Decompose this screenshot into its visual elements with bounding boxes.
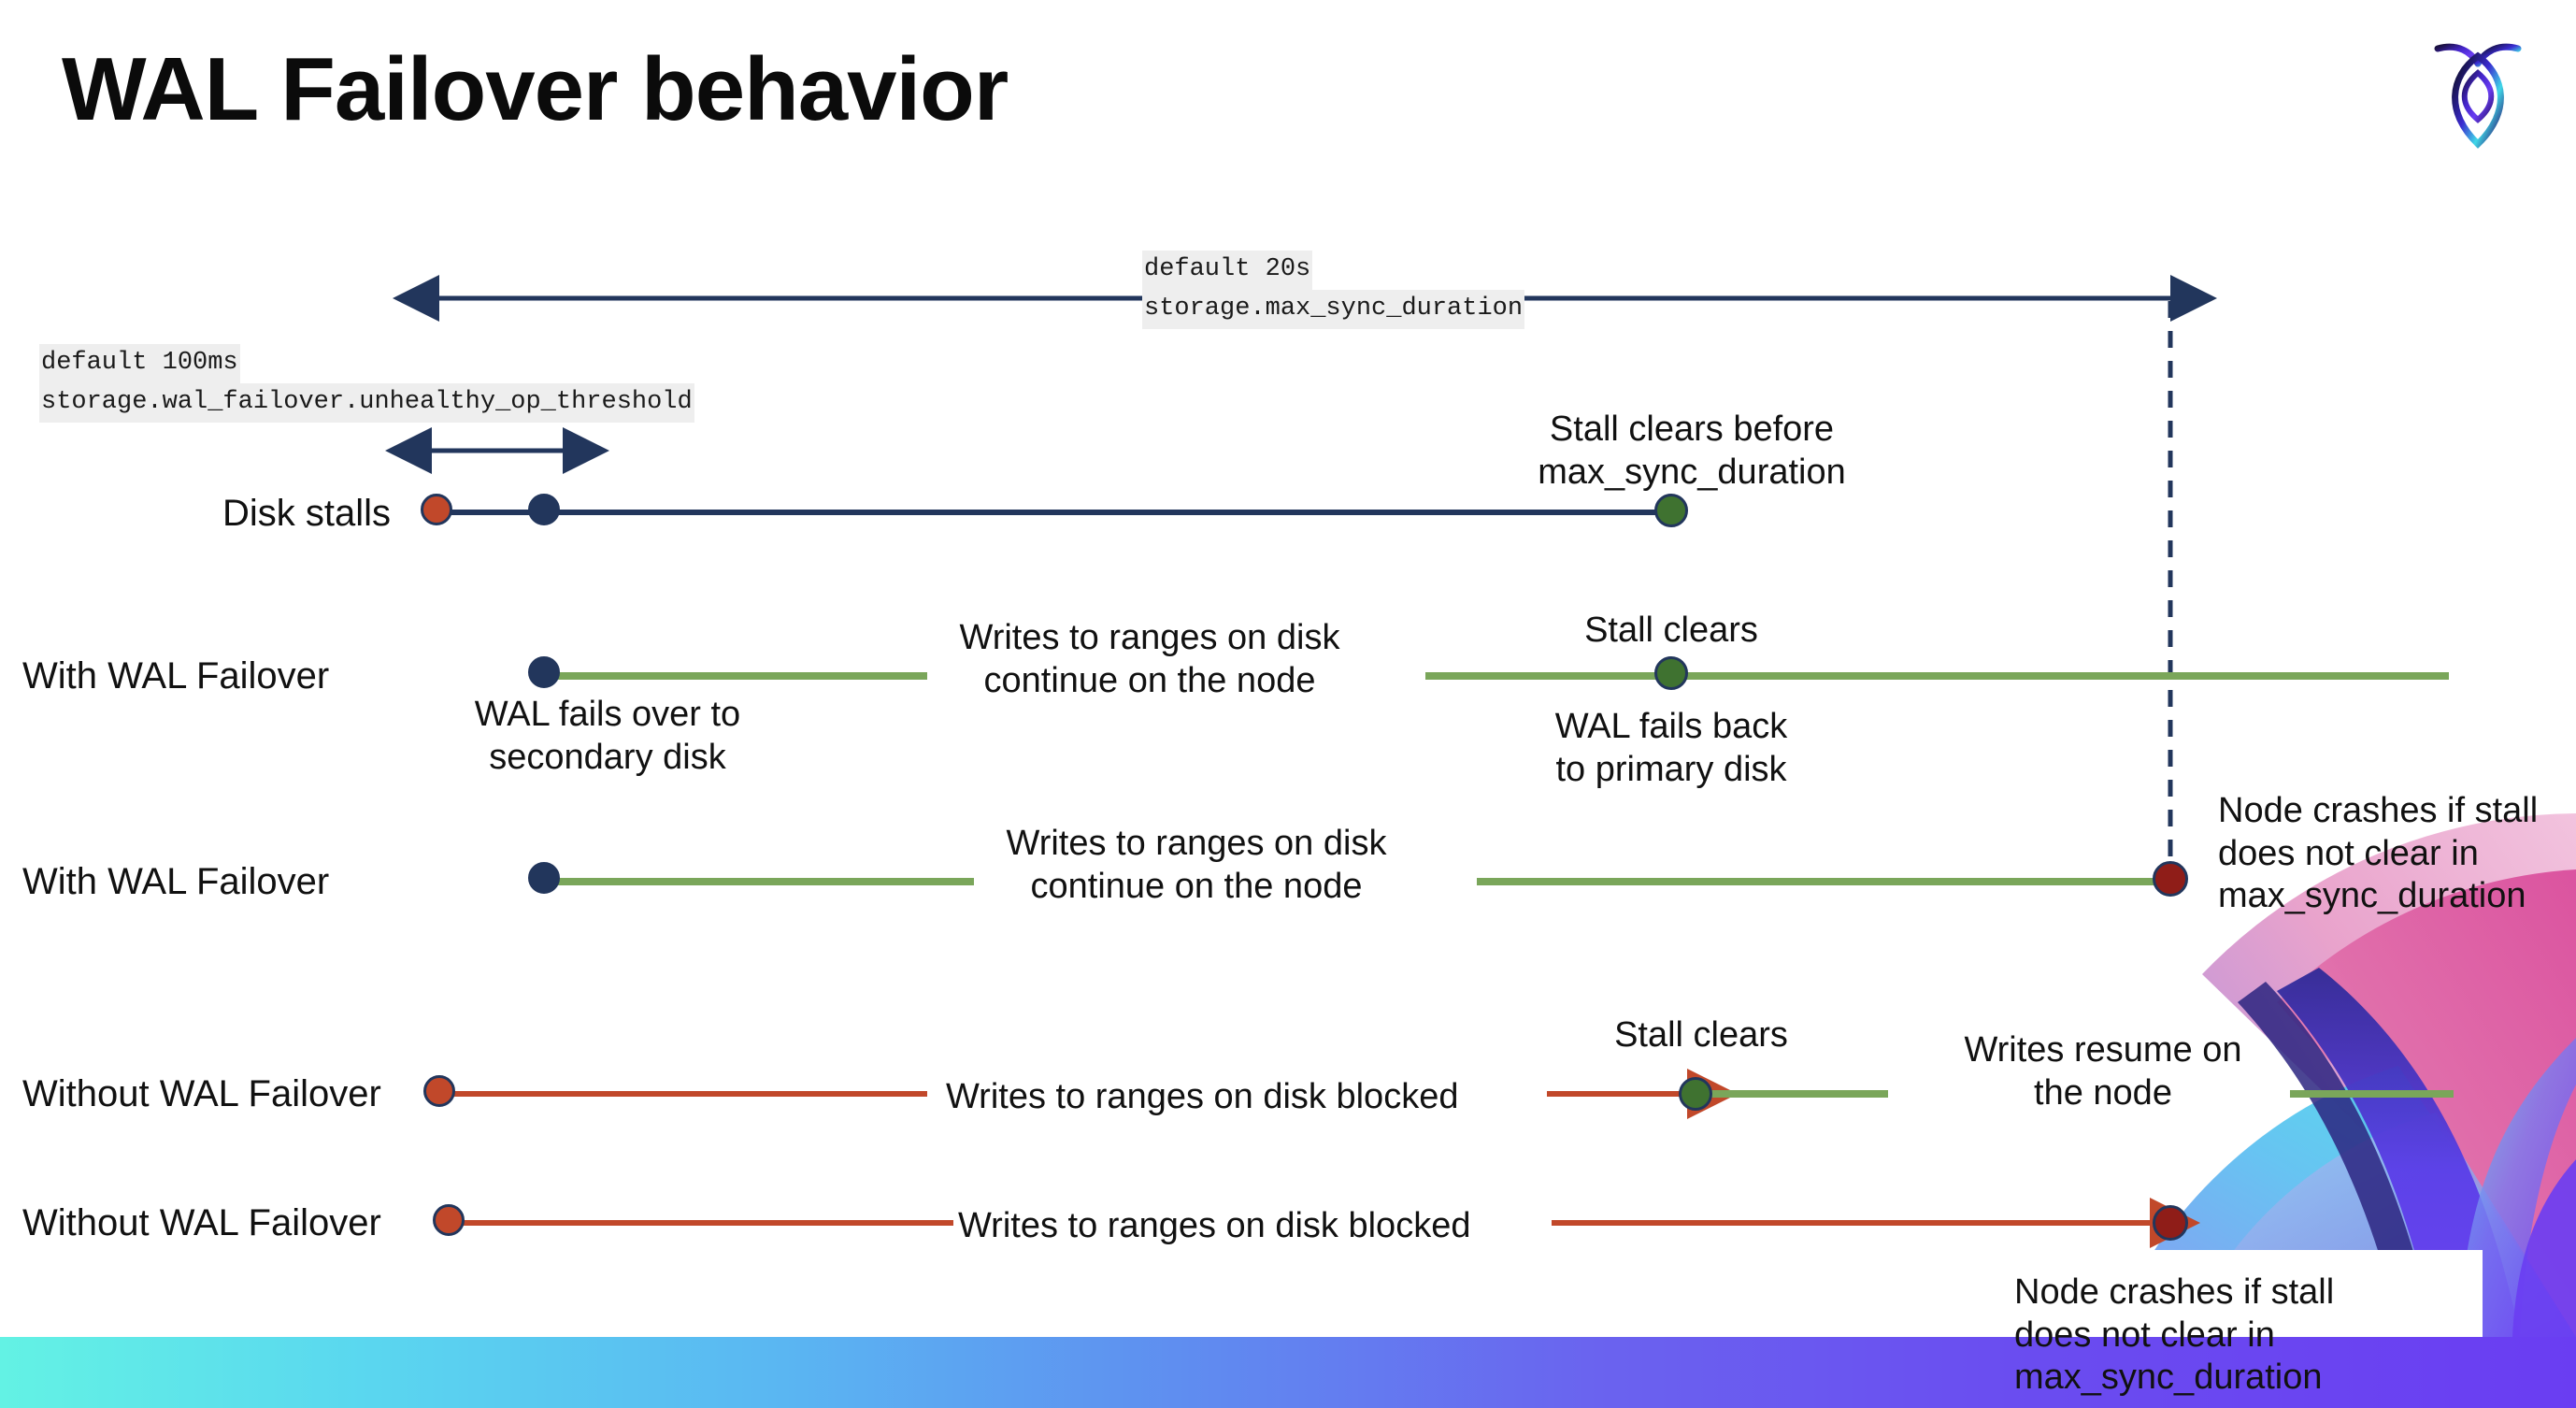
- disk-stalls-clear-dot: [1654, 494, 1688, 527]
- unhealthy-op-threshold-annotation: default 100ms storage.wal_failover.unhea…: [39, 344, 694, 423]
- row4-stall-clears-dot: [1679, 1077, 1712, 1111]
- caption-line-1: WAL fails over to: [474, 695, 741, 734]
- caption-line-2: does not clear in: [2218, 833, 2479, 873]
- row4-resume-segment: [1701, 1090, 1888, 1098]
- caption-line-1: WAL fails back: [1554, 707, 1788, 746]
- row-label-with-wal-failover-1: With WAL Failover: [22, 655, 330, 697]
- caption-writes-continue-row2: Writes to ranges on disk continue on the…: [935, 617, 1365, 702]
- caption-line-3: max_sync_duration: [2218, 876, 2526, 916]
- caption-node-crashes-row3: Node crashes if stall does not clear in …: [2218, 790, 2573, 918]
- row3-segment-right: [1477, 878, 2168, 885]
- cockroachdb-logo-icon: [2417, 19, 2539, 159]
- row3-node-crash-dot: [2153, 861, 2188, 897]
- caption-line-2: continue on the node: [983, 660, 1316, 700]
- unhealthy-op-default-label: default 100ms: [39, 344, 240, 383]
- row2-segment-left: [544, 672, 927, 680]
- caption-writes-resume: Writes resume on the node: [1925, 1029, 2281, 1114]
- caption-writes-blocked-row5: Writes to ranges on disk blocked: [958, 1206, 1471, 1245]
- row5-start-dot: [433, 1204, 465, 1236]
- caption-line-2: does not clear in: [2014, 1315, 2275, 1355]
- disk-stalls-failover-dot: [528, 494, 560, 525]
- caption-wal-fails-over: WAL fails over to secondary disk: [449, 694, 766, 779]
- disk-stalls-timeline-segment: [439, 510, 1673, 515]
- row3-failover-dot: [528, 862, 560, 894]
- row-label-without-wal-failover-1: Without WAL Failover: [22, 1073, 381, 1114]
- row-label-with-wal-failover-2: With WAL Failover: [22, 861, 330, 902]
- max-sync-duration-annotation: default 20s storage.max_sync_duration: [1142, 251, 1525, 329]
- row3-segment-left: [544, 878, 974, 885]
- caption-line-1: Stall clears before: [1549, 409, 1835, 449]
- caption-line-2: secondary disk: [489, 737, 726, 777]
- row5-blocked-segment-left: [460, 1220, 953, 1226]
- caption-stall-clears-before: Stall clears before max_sync_duration: [1524, 409, 1860, 494]
- caption-line-1: Writes to ranges on disk: [959, 618, 1340, 657]
- caption-node-crashes-row5: Node crashes if stall does not clear in …: [2014, 1272, 2407, 1400]
- disk-stalls-start-dot: [421, 494, 452, 525]
- caption-wal-fails-back: WAL fails back to primary disk: [1522, 706, 1821, 791]
- caption-line-2: continue on the node: [1030, 866, 1363, 906]
- caption-writes-blocked-row4: Writes to ranges on disk blocked: [946, 1077, 1459, 1116]
- page-title: WAL Failover behavior: [62, 39, 1009, 139]
- row5-node-crash-dot: [2153, 1205, 2188, 1241]
- caption-stall-clears-row2: Stall clears: [1584, 611, 1758, 650]
- row2-stall-clears-dot: [1654, 656, 1688, 690]
- caption-line-1: Node crashes if stall: [2014, 1272, 2335, 1312]
- caption-line-2: the node: [2034, 1072, 2172, 1113]
- caption-line-1: Writes to ranges on disk: [1006, 824, 1387, 863]
- max-sync-setting-name: storage.max_sync_duration: [1142, 289, 1525, 329]
- caption-stall-clears-row4: Stall clears: [1614, 1015, 1788, 1055]
- caption-line-3: max_sync_duration: [2014, 1358, 2323, 1398]
- caption-line-2: max_sync_duration: [1538, 452, 1846, 492]
- unhealthy-op-setting-name: storage.wal_failover.unhealthy_op_thresh…: [39, 382, 694, 423]
- row4-start-dot: [423, 1075, 455, 1107]
- caption-writes-continue-row3: Writes to ranges on disk continue on the…: [981, 823, 1411, 908]
- caption-line-1: Writes resume on: [1964, 1030, 2242, 1070]
- max-sync-default-label: default 20s: [1142, 251, 1313, 290]
- row4-blocked-segment-left: [451, 1091, 927, 1097]
- row2-segment-right: [1425, 672, 2449, 680]
- row-label-disk-stalls: Disk stalls: [222, 493, 392, 534]
- caption-line-2: to primary disk: [1555, 749, 1787, 789]
- row4-resume-segment-far: [2290, 1090, 2454, 1098]
- bottom-gradient-bar: [0, 1337, 2576, 1408]
- row-label-without-wal-failover-2: Without WAL Failover: [22, 1202, 381, 1243]
- row2-failover-dot: [528, 656, 560, 688]
- caption-line-1: Node crashes if stall: [2218, 791, 2539, 830]
